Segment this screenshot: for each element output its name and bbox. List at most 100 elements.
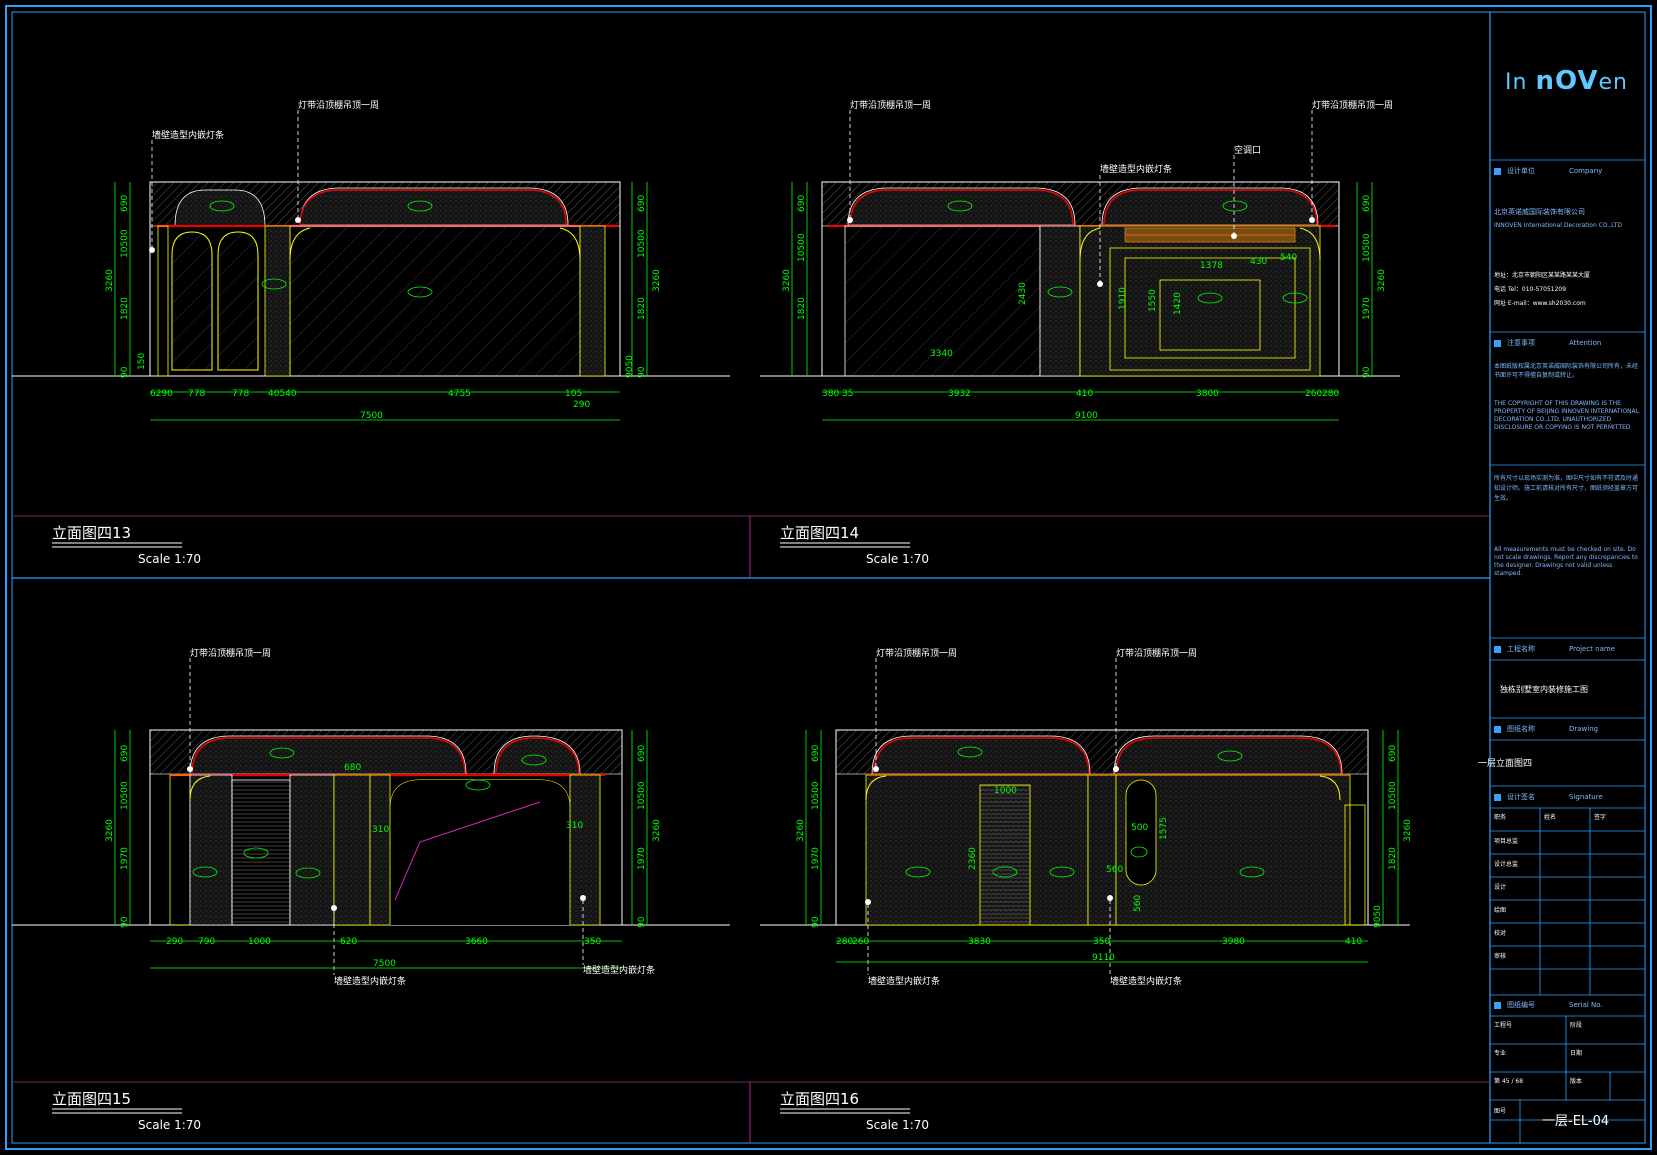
el13-hr-0: 690 bbox=[637, 195, 647, 212]
el13-w-2: 778 bbox=[232, 389, 249, 399]
el15-hr-1: 10500 bbox=[637, 781, 647, 810]
serial-project-no: 工程号 bbox=[1494, 1022, 1513, 1029]
el15-hl-4: 3260 bbox=[105, 819, 115, 842]
el14-in-4: 540 bbox=[1280, 253, 1297, 263]
serial-date: 日期 bbox=[1570, 1050, 1583, 1057]
el13-w-1: 778 bbox=[188, 389, 205, 399]
el13-hl-2: 1820 bbox=[120, 297, 130, 320]
view-title-16: 立面图四16 bbox=[780, 1090, 860, 1108]
el13-w-3: 40540 bbox=[268, 389, 297, 399]
el16-hr-4: 3260 bbox=[1403, 819, 1413, 842]
titleblock-grid bbox=[1490, 159, 1645, 1143]
el16-w-3: 350 bbox=[1093, 937, 1110, 947]
el15-hr-2: 1970 bbox=[637, 847, 647, 870]
el14-in-1: 3340 bbox=[930, 349, 953, 359]
el16-hr-2: 1820 bbox=[1388, 847, 1398, 870]
bullet-square-icon bbox=[1494, 339, 1501, 347]
drawing-no-label: 图号 bbox=[1494, 1108, 1507, 1115]
bullet-square-icon bbox=[1494, 167, 1501, 175]
el16-w-5: 410 bbox=[1345, 937, 1362, 947]
el16-hl-2: 1970 bbox=[811, 847, 821, 870]
el16-hr-0: 690 bbox=[1388, 745, 1398, 762]
el15-w-4: 3660 bbox=[465, 937, 488, 947]
el16-hl-3: 90 bbox=[811, 916, 821, 928]
el14-hr-1: 10500 bbox=[1362, 233, 1372, 262]
el16-hr-1: 10500 bbox=[1388, 781, 1398, 810]
el14-callout-3: 空调口 bbox=[1234, 144, 1261, 156]
el16-w-0: 280 bbox=[836, 937, 853, 947]
el14-hr-4: 3260 bbox=[1377, 269, 1387, 292]
el15-callout-2: 墙壁造型内嵌灯条 bbox=[583, 964, 655, 976]
el15-in-1: 310 bbox=[372, 825, 389, 835]
el16-w-2: 3830 bbox=[968, 937, 991, 947]
el14-hl-2: 1820 bbox=[797, 297, 807, 320]
attention-en: THE COPYRIGHT OF THIS DRAWING IS THE PRO… bbox=[1494, 400, 1639, 431]
outer-frame bbox=[5, 5, 1652, 1150]
el14-total: 9100 bbox=[1075, 411, 1098, 421]
el16-hl-0: 690 bbox=[811, 745, 821, 762]
serial-version: 版本 bbox=[1570, 1078, 1583, 1085]
el13-hr-5: 9050 bbox=[625, 355, 635, 378]
sig-row-drawing: 绘图 bbox=[1494, 907, 1507, 914]
el14-in-5: 1420 bbox=[1173, 292, 1183, 315]
el13-hl-4: 3260 bbox=[105, 269, 115, 292]
drawing-number: 一层-EL-04 bbox=[1542, 1114, 1610, 1129]
el16-callout-3: 墙壁造型内嵌灯条 bbox=[1110, 975, 1182, 987]
el16-in-1: 2360 bbox=[968, 847, 978, 870]
note-cn: 所有尺寸以现场实测为准，图中尺寸如有不符请及时通知设计师。施工前请核对所有尺寸，… bbox=[1494, 475, 1639, 502]
serial-discipline: 专业 bbox=[1494, 1050, 1507, 1057]
bullet-square-icon bbox=[1494, 793, 1501, 801]
el14-hl-3: 3260 bbox=[782, 269, 792, 292]
el15-w-0: 290 bbox=[166, 937, 183, 947]
el14-in-0: 2430 bbox=[1018, 282, 1028, 305]
el16-in-0: 1000 bbox=[994, 786, 1017, 796]
el14-w-1: 35 bbox=[842, 389, 853, 399]
view-title-15: 立面图四15 bbox=[52, 1090, 132, 1108]
el14-in-3: 430 bbox=[1250, 257, 1267, 267]
el13-w-4: 4755 bbox=[448, 389, 471, 399]
el15-hl-1: 10500 bbox=[120, 781, 130, 810]
attention-cn: 本图纸版权属北京英诺威国际装饰有限公司所有，未经书面许可不得擅自复制或转让。 bbox=[1494, 363, 1639, 379]
note-en: All measurements must be checked on site… bbox=[1494, 546, 1638, 577]
el15-callout-1: 墙壁造型内嵌灯条 bbox=[334, 975, 406, 987]
el13-hl-3: 90 bbox=[120, 366, 130, 378]
el13-hr-3: 90 bbox=[637, 366, 647, 378]
el14-callout-1: 灯带沿顶棚吊顶一周 bbox=[1312, 99, 1393, 111]
elevation-16: 690 10500 1970 90 3260 690 10500 1820 90… bbox=[760, 647, 1413, 987]
el14-w-4: 3800 bbox=[1196, 389, 1219, 399]
sig-col-role: 职务 bbox=[1494, 814, 1507, 821]
el14-callout-0: 灯带沿顶棚吊顶一周 bbox=[850, 99, 931, 111]
el16-callout-1: 灯带沿顶棚吊顶一周 bbox=[1116, 647, 1197, 659]
el15-w-5: 350 bbox=[584, 937, 601, 947]
el15-w-3: 620 bbox=[340, 937, 357, 947]
view-scale-15: Scale 1:70 bbox=[138, 1118, 202, 1132]
el15-in-2: 310 bbox=[566, 821, 583, 831]
el14-hr-0: 690 bbox=[1362, 195, 1372, 212]
el16-hl-4: 3260 bbox=[796, 819, 806, 842]
el16-in-3: 1575 bbox=[1159, 817, 1169, 840]
elevation-14: 690 10500 1820 3260 690 10500 1970 90 32… bbox=[760, 99, 1400, 421]
view-title-14: 立面图四14 bbox=[780, 524, 860, 542]
sig-row-design: 设计 bbox=[1494, 884, 1507, 891]
el14-w-5: 260 bbox=[1305, 389, 1322, 399]
el15-callout-0: 灯带沿顶棚吊顶一周 bbox=[190, 647, 271, 659]
el16-hl-1: 10500 bbox=[811, 781, 821, 810]
company-name-en: INNOVEN International Decoration CO.,LTD bbox=[1494, 222, 1622, 229]
company-tel: 电话 Tel：010-57051209 bbox=[1494, 286, 1567, 293]
el14-hr-3: 90 bbox=[1362, 366, 1372, 378]
el16-in-5: 560 bbox=[1133, 895, 1143, 912]
el13-hr-1: 10500 bbox=[637, 229, 647, 258]
el15-hr-4: 3260 bbox=[652, 819, 662, 842]
view-scale-16: Scale 1:70 bbox=[866, 1118, 930, 1132]
sig-row-check: 校对 bbox=[1494, 930, 1507, 937]
el13-callout-0: 灯带沿顶棚吊顶一周 bbox=[298, 99, 379, 111]
el16-total: 9110 bbox=[1092, 953, 1115, 963]
el13-hl-1: 10500 bbox=[120, 229, 130, 258]
el16-hr-3: 9050 bbox=[1373, 905, 1383, 928]
